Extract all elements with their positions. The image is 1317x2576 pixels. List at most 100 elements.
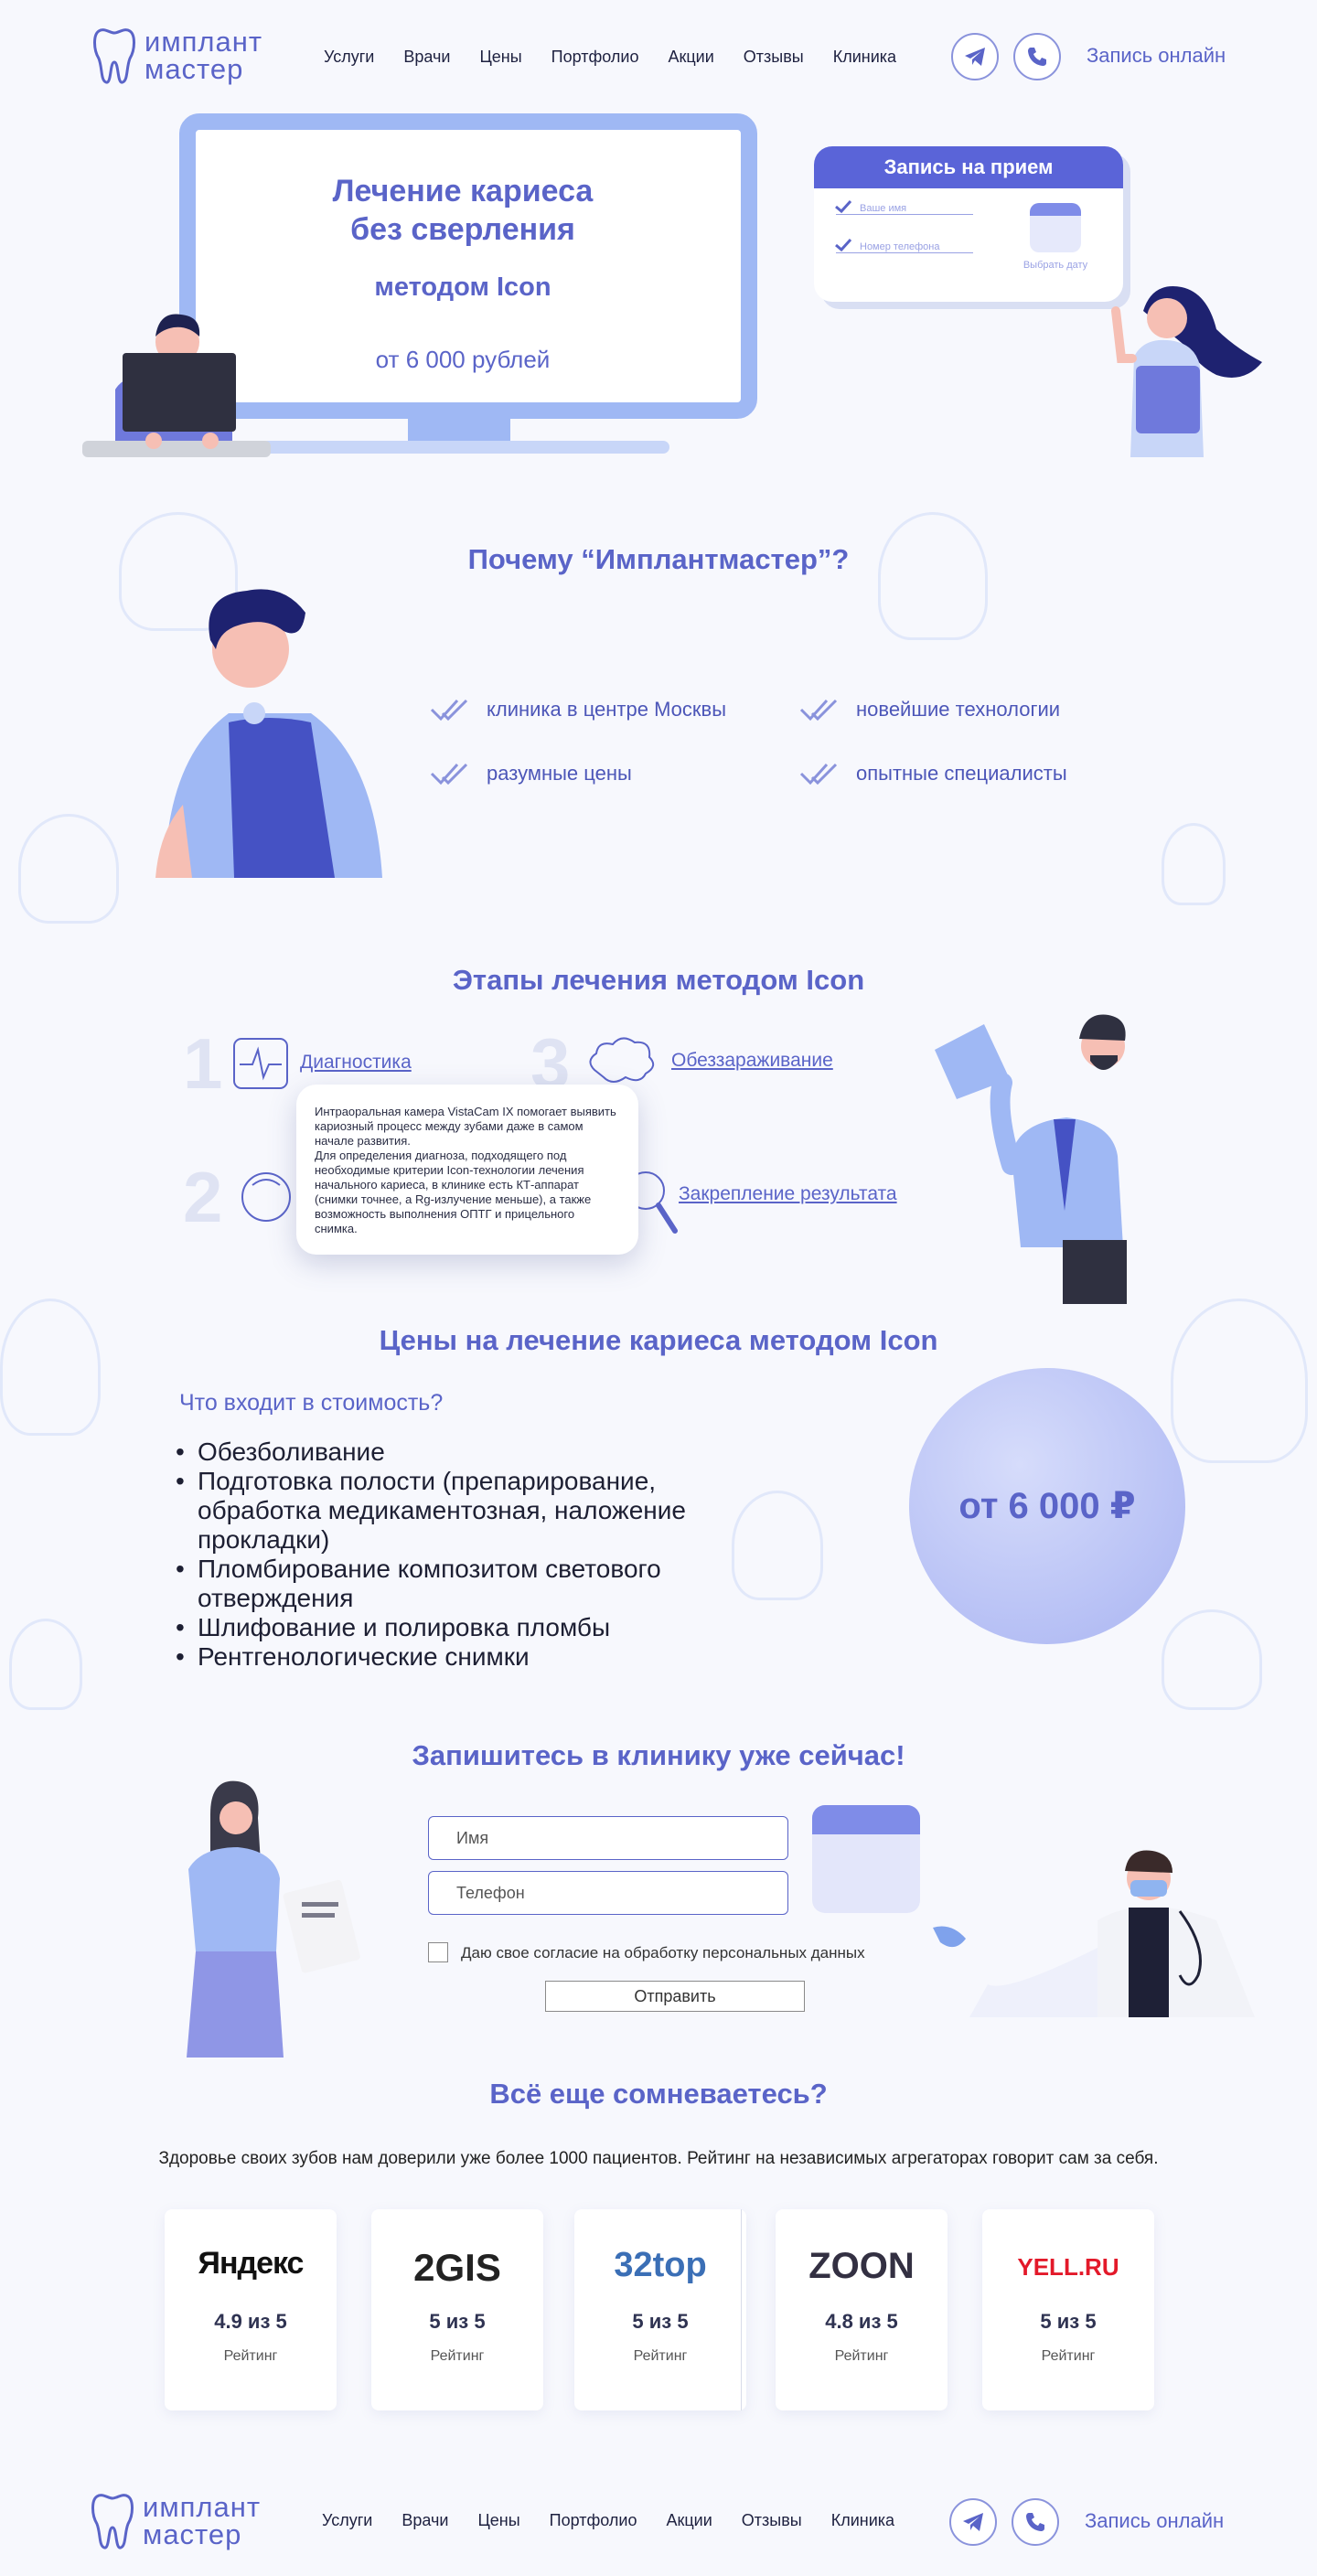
- 32top-logo: 32top: [614, 2246, 707, 2284]
- rating-card-yell[interactable]: YELL.RU 5 из 5 Рейтинг: [982, 2209, 1154, 2410]
- step-link-diagnostics[interactable]: Диагностика: [300, 1052, 412, 1073]
- double-check-icon: [799, 763, 838, 786]
- signup-phone-input[interactable]: Телефон: [428, 1871, 788, 1915]
- price-item: Пломбирование композитом светового отвер…: [174, 1555, 686, 1613]
- hero-phone-field[interactable]: Номер телефона: [836, 241, 973, 253]
- 2gis-logo: 2GIS: [413, 2246, 501, 2289]
- calendar-icon[interactable]: [1030, 203, 1081, 252]
- double-check-icon: [430, 763, 468, 786]
- double-check-icon: [430, 699, 468, 721]
- footer-nav-item-services[interactable]: Услуги: [322, 2511, 373, 2529]
- nav-item-reviews[interactable]: Отзывы: [743, 48, 804, 66]
- nav-item-prices[interactable]: Цены: [479, 48, 522, 66]
- why-item-specialists: опытные специалисты: [799, 761, 1067, 786]
- hero-appointment-card: Запись на прием Ваше имя Номер телефона …: [814, 146, 1123, 302]
- signup-name-placeholder: Имя: [456, 1828, 489, 1847]
- hero-name-placeholder: Ваше имя: [860, 203, 907, 214]
- footer-nav-item-promos[interactable]: Акции: [666, 2511, 712, 2529]
- young-man-illustration: [155, 589, 382, 878]
- book-online-link[interactable]: Запись онлайн: [1087, 44, 1226, 67]
- tooth-outline-decoration: [878, 512, 988, 640]
- rating-label: Рейтинг: [834, 2348, 889, 2364]
- signup-calendar-icon[interactable]: [812, 1805, 920, 1913]
- price-item: Подготовка полости (препарирование, обра…: [174, 1467, 686, 1555]
- tooth-outline-decoration: [1162, 823, 1226, 905]
- signup-name-input[interactable]: Имя: [428, 1816, 788, 1860]
- footer-nav-item-clinic[interactable]: Клиника: [830, 2511, 895, 2529]
- rating-score: 4.9 из 5: [214, 2310, 287, 2333]
- telegram-button[interactable]: [951, 33, 999, 80]
- heartbeat-monitor-icon: [233, 1038, 288, 1089]
- prices-title: Цены на лечение кариеса методом Icon: [379, 1324, 938, 1356]
- why-item-location: клиника в центре Москвы: [430, 697, 726, 722]
- signup-phone-placeholder: Телефон: [456, 1883, 525, 1902]
- hero-phone-placeholder: Номер телефона: [860, 241, 940, 252]
- signup-title: Запишитесь в клинику уже сейчас!: [412, 1739, 905, 1771]
- rating-card-32top[interactable]: 32top 5 из 5 Рейтинг: [574, 2209, 746, 2410]
- telegram-icon: [965, 48, 985, 66]
- hero-name-field[interactable]: Ваше имя: [836, 203, 973, 215]
- tooth-outline-decoration: [119, 512, 238, 631]
- step-number-2: 2: [183, 1157, 223, 1237]
- price-item: Шлифование и полировка пломбы: [174, 1613, 686, 1642]
- why-title: Почему “Имплантмастер”?: [467, 543, 850, 575]
- rating-label: Рейтинг: [430, 2348, 485, 2364]
- prices-subtitle: Что входит в стоимость?: [179, 1390, 444, 1416]
- rating-score: 4.8 из 5: [825, 2310, 898, 2333]
- nav-item-services[interactable]: Услуги: [324, 48, 375, 66]
- header-logo[interactable]: имплант мастер: [91, 26, 262, 86]
- refresh-cycle-icon: [241, 1172, 291, 1222]
- hero-monitor: [179, 113, 757, 419]
- tooth-outline-decoration: [732, 1491, 823, 1600]
- why-item-prices-text: разумные цены: [487, 762, 632, 785]
- rating-card-2gis[interactable]: 2GIS 5 из 5 Рейтинг: [371, 2209, 543, 2410]
- step-link-disinfection[interactable]: Обеззараживание: [671, 1050, 833, 1071]
- consent-checkbox[interactable]: [428, 1942, 448, 1962]
- footer-nav-item-doctors[interactable]: Врачи: [402, 2511, 449, 2529]
- price-circle-value: от 6 000 ₽: [958, 1486, 1136, 1526]
- footer-nav-item-prices[interactable]: Цены: [477, 2511, 520, 2529]
- hero-date-label[interactable]: Выбрать дату: [1023, 260, 1088, 271]
- monitor-stand: [408, 417, 510, 444]
- step-link-consolidation[interactable]: Закрепление результата: [679, 1183, 897, 1204]
- double-check-icon: [799, 699, 838, 721]
- consent-label: Даю свое согласие на обработку персональ…: [461, 1944, 865, 1961]
- telegram-icon: [963, 2513, 983, 2531]
- hero-subtitle: методом Icon: [374, 273, 551, 302]
- submit-button[interactable]: Отправить: [545, 1981, 805, 2012]
- hero-price: от 6 000 рублей: [375, 346, 551, 373]
- nav-item-portfolio[interactable]: Портфолио: [551, 48, 639, 66]
- diagnostics-tooltip-text: Интраоральная камера VistaCam IX помогае…: [315, 1105, 616, 1235]
- footer-telegram-button[interactable]: [949, 2498, 997, 2546]
- rating-score: 5 из 5: [429, 2310, 486, 2333]
- nav-item-doctors[interactable]: Врачи: [403, 48, 451, 66]
- footer-logo[interactable]: имплант мастер: [90, 2491, 261, 2551]
- phone-button[interactable]: [1013, 33, 1061, 80]
- tooth-logo-icon: [93, 28, 135, 84]
- nav-item-clinic[interactable]: Клиника: [832, 48, 897, 66]
- check-icon: [835, 199, 852, 214]
- price-included-list: Обезболивание Подготовка полости (препар…: [174, 1438, 686, 1672]
- yell-logo: YELL.RU: [1017, 2253, 1119, 2281]
- logo-text-line1: имплант: [145, 26, 263, 58]
- hero-form-title: Запись на прием: [814, 146, 1123, 188]
- footer-nav-item-portfolio[interactable]: Портфолио: [549, 2511, 637, 2529]
- cleaning-icon: [589, 1037, 655, 1083]
- step-number-1: 1: [183, 1023, 223, 1104]
- footer-book-online-link[interactable]: Запись онлайн: [1085, 2509, 1225, 2532]
- tooth-outline-decoration: [1171, 1299, 1308, 1463]
- receptionist-illustration: [1111, 286, 1262, 457]
- rating-card-zoon[interactable]: ZOON 4.8 из 5 Рейтинг: [776, 2209, 948, 2410]
- rating-card-yandex[interactable]: Яндекс 4.9 из 5 Рейтинг: [165, 2209, 337, 2410]
- nav-item-promos[interactable]: Акции: [668, 48, 714, 66]
- why-item-technology: новейшие технологии: [799, 697, 1060, 722]
- footer-nav-item-reviews[interactable]: Отзывы: [741, 2511, 802, 2529]
- footer-phone-button[interactable]: [1012, 2498, 1059, 2546]
- price-item: Обезболивание: [174, 1438, 686, 1467]
- reviews-title: Всё еще сомневаетесь?: [489, 2078, 828, 2110]
- why-item-specialists-text: опытные специалисты: [856, 762, 1067, 785]
- price-item: Рентгенологические снимки: [174, 1642, 686, 1672]
- hero-title: Лечение кариеса без сверления: [280, 172, 646, 249]
- reviews-text: Здоровье своих зубов нам доверили уже бо…: [158, 2149, 1159, 2168]
- rating-label: Рейтинг: [633, 2348, 688, 2364]
